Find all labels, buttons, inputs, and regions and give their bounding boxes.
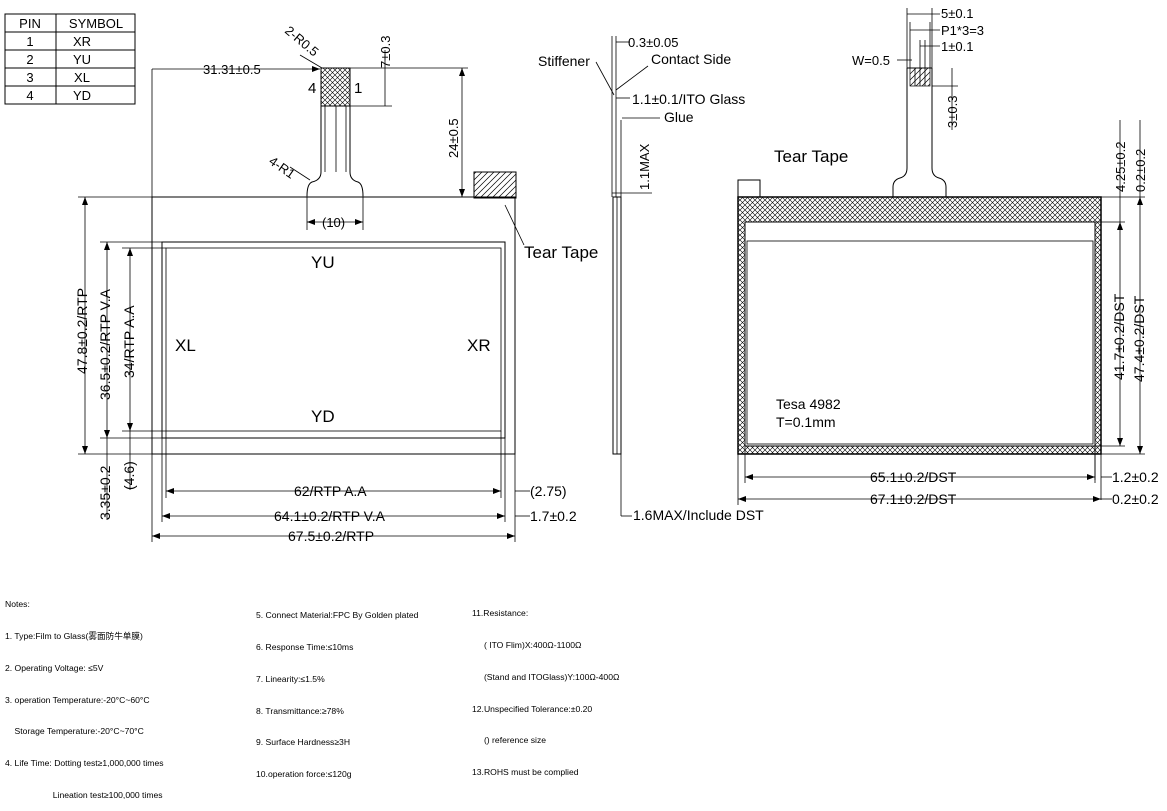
note-line: (Stand and ITOGlass)Y:100Ω-400Ω — [472, 671, 620, 682]
note-line: 6. Response Time:≤10ms — [256, 641, 354, 652]
note-line: ( ITO Flim)X:400Ω-1100Ω — [472, 639, 582, 650]
note-line: 9. Surface Hardness≥3H — [256, 737, 351, 748]
note-line: 13.ROHS must be complied — [472, 767, 579, 778]
pin-table: PIN SYMBOL 1 XR 2 YU 3 XL 4 YD — [4, 13, 136, 105]
glass-window — [746, 240, 1094, 445]
contact-side-label: Contact Side — [651, 51, 731, 67]
dim-top-b: 0.2±0.2 — [1133, 149, 1148, 192]
note-line: () reference size — [472, 735, 547, 746]
note-line: 3. operation Temperature:-20°C~60°C — [5, 694, 150, 705]
stiffener-label: Stiffener — [538, 53, 590, 69]
dim-tail-radius2: 4-R1 — [266, 153, 298, 181]
tear-tape-tab — [473, 171, 517, 199]
xr-label: XR — [467, 336, 491, 355]
pin-header: PIN — [19, 16, 41, 31]
back-view: 5±0.1 P1*3=3 1±0.1 W=0.5 3±0.3 Tear Tape… — [737, 6, 1159, 507]
dim-aa-width: 62/RTP A.A — [294, 483, 367, 499]
notes-column-2: 5. Connect Material:FPC By Golden plated… — [256, 589, 418, 790]
note-line: 12.Unspecified Tolerance:±0.20 — [472, 703, 593, 714]
tesa-label: Tesa 4982 — [776, 396, 841, 412]
dim-right-b: 1.7±0.2 — [530, 508, 577, 524]
view-area — [161, 241, 506, 439]
symbol-header: SYMBOL — [69, 16, 123, 31]
ito-glass-label: 1.1±0.1/ITO Glass — [632, 91, 745, 107]
active-area — [165, 247, 502, 432]
back-fpc-tail — [892, 68, 947, 197]
note-line: 8. Transmittance:≥78% — [256, 705, 344, 716]
dim-right-a: (2.75) — [530, 483, 567, 499]
dim-right-b: 0.2±0.2 — [1112, 491, 1159, 507]
note-line: 7. Linearity:≤1.5% — [256, 673, 325, 684]
dim-tail-length: 24±0.5 — [446, 118, 461, 158]
pin-cell: 2 — [26, 52, 33, 67]
dim-rtp-width: 67.5±0.2/RTP — [288, 528, 374, 544]
note-line: Notes: — [5, 599, 30, 610]
pin-w-label: W=0.5 — [852, 53, 890, 68]
tail-pin4-label: 4 — [308, 80, 316, 97]
dim-tail-radius: 2-R0.5 — [282, 23, 322, 60]
pitch-label: P1*3=3 — [941, 23, 984, 38]
pin-cell: 4 — [26, 88, 33, 103]
dim-bottom-b: (4.6) — [121, 461, 137, 490]
glue-label: Glue — [664, 109, 694, 125]
dim-height-va: 36.5±0.2/RTP V.A — [97, 288, 113, 400]
back-contact-len: 3±0.3 — [945, 96, 960, 128]
note-line: 1. Type:Film to Glass(雾面防牛单膜) — [5, 630, 143, 641]
yu-label: YU — [311, 253, 335, 272]
max-thk-label: 1.1MAX — [637, 143, 652, 190]
tear-tape-label: Tear Tape — [524, 243, 598, 262]
dim-bottom-a: 3.35±0.2 — [97, 465, 113, 520]
pin-width: 1±0.1 — [941, 39, 973, 54]
dim-tail-width: (10) — [322, 215, 345, 230]
yd-label: YD — [311, 407, 335, 426]
note-line: Storage Temperature:-20°C~70°C — [5, 726, 144, 737]
xl-label: XL — [175, 336, 196, 355]
dim-width-to-tail: 31.31±0.5 — [203, 62, 261, 77]
stiffener-thk: 0.3±0.05 — [628, 35, 679, 50]
note-line: Lineation test≥100,000 times — [5, 789, 163, 800]
dim-height-aa: 34/RTP A.A — [121, 305, 137, 378]
side-view: Stiffener 0.3±0.05 Contact Side 1.1±0.1/… — [538, 35, 764, 523]
dim-dst-outer-w: 67.1±0.2/DST — [870, 491, 957, 507]
rtp-outline — [151, 196, 516, 455]
pin-cell: 3 — [26, 70, 33, 85]
tail-contact-area — [320, 67, 351, 107]
note-line: 2. Operating Voltage: ≤5V — [5, 662, 104, 673]
note-line: 11.Resistance: — [472, 608, 529, 619]
symbol-cell: XL — [74, 70, 90, 85]
dim-top-a: 4.25±0.2 — [1113, 141, 1128, 192]
pitch-total: 5±0.1 — [941, 6, 973, 21]
dim-va-width: 64.1±0.2/RTP V.A — [274, 508, 386, 524]
back-tear-tape-label: Tear Tape — [774, 147, 848, 166]
notes-column-3: 11.Resistance: ( ITO Flim)X:400Ω-1100Ω (… — [472, 587, 619, 788]
note-line: 10.operation force:≤120g — [256, 769, 352, 780]
pin-cell: 1 — [26, 34, 33, 49]
dim-dst-outer-h: 47.4±0.2/DST — [1131, 295, 1147, 382]
notes-column-1: Notes: 1. Type:Film to Glass(雾面防牛单膜) 2. … — [5, 578, 164, 811]
symbol-cell: XR — [73, 34, 91, 49]
back-tear-tape-tab — [737, 179, 761, 198]
total-thk-label: 1.6MAX/Include DST — [633, 507, 764, 523]
note-line: 5. Connect Material:FPC By Golden plated — [256, 610, 419, 621]
tesa-thickness: T=0.1mm — [776, 414, 836, 430]
technical-drawing: PIN SYMBOL 1 XR 2 YU 3 XL 4 YD — [4, 6, 1159, 544]
dim-right-a: 1.2±0.2 — [1112, 469, 1159, 485]
front-view: 31.31±0.5 2-R0.5 7±0.3 4 1 24±0.5 4-R1 (… — [74, 23, 598, 544]
tail-pin1-label: 1 — [354, 80, 362, 97]
symbol-cell: YU — [73, 52, 91, 67]
note-line: 4. Life Time: Dotting test≥1,000,000 tim… — [5, 758, 164, 769]
dim-dst-inner-h: 41.7±0.2/DST — [1111, 293, 1127, 380]
fpc-tail — [306, 68, 364, 197]
dim-height-rtp: 47.8±0.2/RTP — [74, 288, 90, 374]
dim-dst-inner-w: 65.1±0.2/DST — [870, 469, 957, 485]
symbol-cell: YD — [73, 88, 91, 103]
dim-tail-contact-len: 7±0.3 — [378, 36, 393, 68]
